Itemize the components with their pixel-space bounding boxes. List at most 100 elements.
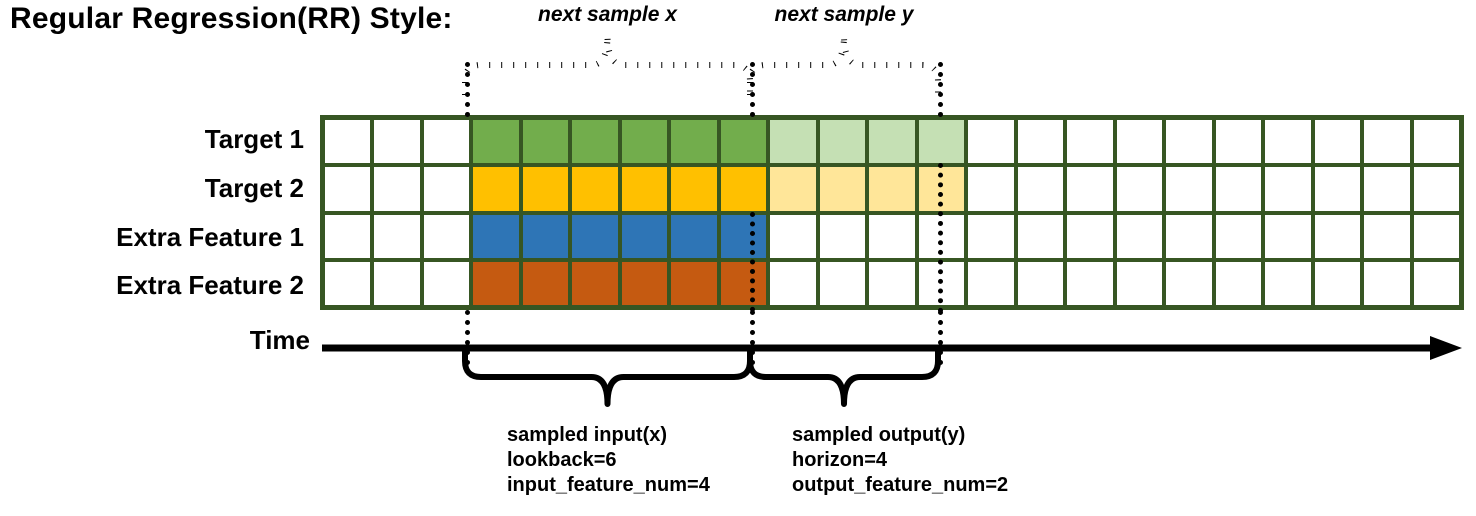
dropline-top-2 xyxy=(750,62,755,117)
grid-cell-r2-c19 xyxy=(1215,167,1262,211)
grid-cell-r1-c11 xyxy=(819,120,866,164)
grid-cell-r3-c5 xyxy=(522,214,569,258)
grid-cell-r3-c1 xyxy=(325,214,371,258)
grid-cell-r2-c11 xyxy=(819,167,866,211)
grid-cell-r2-c12 xyxy=(869,167,915,211)
grid-cell-r3-c22 xyxy=(1364,214,1410,258)
grid-cell-r4-c2 xyxy=(374,261,420,305)
dropline-bottom-1 xyxy=(465,310,470,365)
grid-cell-r4-c23 xyxy=(1413,261,1459,305)
grid-cell-r3-c4 xyxy=(473,214,519,258)
grid-cell-r1-c7 xyxy=(621,120,668,164)
grid-cell-r2-c15 xyxy=(1017,167,1064,211)
grid-cell-r2-c17 xyxy=(1116,167,1163,211)
grid-cell-r1-c8 xyxy=(671,120,717,164)
grid-cell-r3-c12 xyxy=(869,214,915,258)
bottom-brace-caption-2-line-3: output_feature_num=2 xyxy=(792,474,1009,496)
grid-cell-r1-c10 xyxy=(770,120,816,164)
timeline-grid xyxy=(320,115,1464,310)
grid-cell-r4-c4 xyxy=(473,261,519,305)
grid-cell-r4-c20 xyxy=(1265,261,1311,305)
grid-cell-r1-c19 xyxy=(1215,120,1262,164)
grid-cell-r1-c9 xyxy=(720,120,767,164)
grid-cell-r3-c10 xyxy=(770,214,816,258)
page-title: Regular Regression(RR) Style: xyxy=(10,2,453,35)
grid-cell-r3-c21 xyxy=(1314,214,1361,258)
grid-cell-r3-c15 xyxy=(1017,214,1064,258)
grid-cell-r4-c14 xyxy=(968,261,1014,305)
grid-cell-r4-c15 xyxy=(1017,261,1064,305)
grid-cell-r1-c17 xyxy=(1116,120,1163,164)
grid-cell-r1-c18 xyxy=(1166,120,1212,164)
dropline-bottom-3 xyxy=(938,310,943,365)
grid-cell-r1-c13 xyxy=(918,120,965,164)
grid-cell-r4-c19 xyxy=(1215,261,1262,305)
row-label-3: Extra Feature 1 xyxy=(116,221,304,252)
grid-cell-r1-c23 xyxy=(1413,120,1459,164)
grid-cell-r4-c22 xyxy=(1364,261,1410,305)
grid-cell-r2-c10 xyxy=(770,167,816,211)
time-axis-arrow xyxy=(322,336,1462,360)
bottom-brace-caption-1-line-3: input_feature_num=4 xyxy=(507,474,710,496)
grid-cell-r3-c8 xyxy=(671,214,717,258)
grid-cell-r3-c18 xyxy=(1166,214,1212,258)
grid-cell-r4-c16 xyxy=(1067,261,1113,305)
grid-cell-r4-c18 xyxy=(1166,261,1212,305)
grid-cell-r4-c1 xyxy=(325,261,371,305)
grid-cell-r4-c12 xyxy=(869,261,915,305)
grid-cell-r4-c21 xyxy=(1314,261,1361,305)
grid-cell-r1-c22 xyxy=(1364,120,1410,164)
grid-cell-r3-c17 xyxy=(1116,214,1163,258)
grid-cell-r3-c19 xyxy=(1215,214,1262,258)
dropline-bottom-2 xyxy=(750,310,755,365)
grid-cell-r1-c15 xyxy=(1017,120,1064,164)
grid-cell-r4-c5 xyxy=(522,261,569,305)
time-axis-label: Time xyxy=(249,325,310,355)
grid-cell-r4-c10 xyxy=(770,261,816,305)
grid-cell-r2-c7 xyxy=(621,167,668,211)
bottom-brace-caption-2-line-2: horizon=4 xyxy=(792,449,888,471)
grid-cell-r3-c14 xyxy=(968,214,1014,258)
grid-cell-r4-c3 xyxy=(423,261,470,305)
row-label-1: Target 1 xyxy=(204,124,304,154)
grid-cell-r1-c20 xyxy=(1265,120,1311,164)
grid-cell-r1-c1 xyxy=(325,120,371,164)
bottom-brace-caption-2: sampled output(y) horizon=4 output_feature… xyxy=(792,423,1008,498)
grid-cell-r2-c18 xyxy=(1166,167,1212,211)
top-brace-group xyxy=(462,32,941,95)
grid-cell-r2-c20 xyxy=(1265,167,1311,211)
grid-cell-r1-c5 xyxy=(522,120,569,164)
grid-cell-r4-c7 xyxy=(621,261,668,305)
grid-cell-r3-c7 xyxy=(621,214,668,258)
bottom-brace-caption-1-line-1: sampled input(x) xyxy=(507,424,668,446)
grid-cell-r3-c16 xyxy=(1067,214,1113,258)
grid-cell-r4-c9 xyxy=(720,261,767,305)
grid-cell-r1-c3 xyxy=(423,120,470,164)
grid-cell-r1-c12 xyxy=(869,120,915,164)
bottom-brace-caption-2-line-1: sampled output(y) xyxy=(792,424,966,446)
row-label-4: Extra Feature 2 xyxy=(116,270,304,301)
grid-cell-r4-c8 xyxy=(671,261,717,305)
grid-cell-r2-c5 xyxy=(522,167,569,211)
grid-cell-r1-c16 xyxy=(1067,120,1113,164)
grid-cell-r1-c6 xyxy=(572,120,618,164)
grid-cell-r1-c14 xyxy=(968,120,1014,164)
grid-cell-r2-c1 xyxy=(325,167,371,211)
grid-cell-r1-c4 xyxy=(473,120,519,164)
bottom-brace-caption-1-line-2: lookback=6 xyxy=(507,449,617,471)
grid-cell-r3-c20 xyxy=(1265,214,1311,258)
grid-cell-r2-c4 xyxy=(473,167,519,211)
grid-cell-r3-c9 xyxy=(720,214,767,258)
grid-cell-r4-c6 xyxy=(572,261,618,305)
grid-cell-r1-c2 xyxy=(374,120,420,164)
grid-cell-r2-c8 xyxy=(671,167,717,211)
grid-cell-r3-c6 xyxy=(572,214,618,258)
dropline-mid-2 xyxy=(750,212,755,312)
grid-cell-r3-c11 xyxy=(819,214,866,258)
dropline-mid-3 xyxy=(938,163,943,313)
row-label-column: Target 1 Target 2 Extra Feature 1 Extra Fea… xyxy=(0,115,312,310)
row-label-2: Target 2 xyxy=(204,172,304,203)
top-brace-caption-1: next sample x xyxy=(538,3,677,26)
grid-cell-r2-c22 xyxy=(1364,167,1410,211)
